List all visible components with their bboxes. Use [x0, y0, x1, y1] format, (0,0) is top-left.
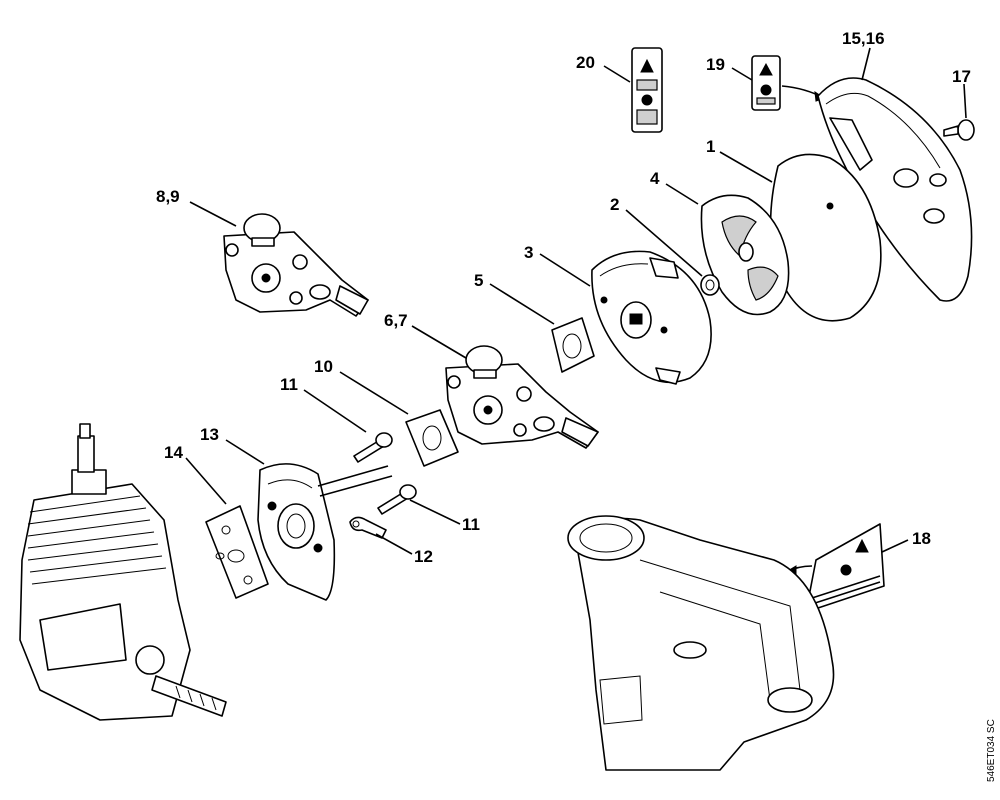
part-bracket-12	[349, 516, 387, 539]
part-intake-flange-13	[257, 463, 393, 601]
callout-6-7: 6,7	[384, 311, 408, 330]
drawing-code: 546ET034 SC	[986, 719, 997, 782]
part-gasket-14	[205, 505, 269, 599]
callout-5: 5	[474, 271, 483, 290]
callout-18: 18	[912, 529, 931, 548]
part-gasket-10	[405, 409, 459, 467]
callout-14: 14	[164, 443, 183, 462]
callout-4: 4	[650, 169, 660, 188]
callout-3: 3	[524, 243, 533, 262]
blower-housing	[567, 515, 835, 771]
part-gasket-5	[551, 317, 595, 373]
callout-10: 10	[314, 357, 333, 376]
callout-12: 12	[414, 547, 433, 566]
part-nut-2	[700, 274, 720, 296]
part-carburetor-box-3	[591, 250, 712, 385]
part-screw-11-lower	[377, 484, 417, 515]
callout-1: 1	[706, 137, 715, 156]
callout-17: 17	[952, 67, 971, 86]
part-baffle-plate-4	[700, 194, 790, 316]
part-screw-17	[943, 119, 975, 141]
callout-20: 20	[576, 53, 595, 72]
callout-11-bottom: 11	[462, 515, 480, 534]
callout-19: 19	[706, 55, 725, 74]
part-screw-11-upper	[353, 432, 393, 463]
part-carburetor-8-9	[223, 213, 369, 317]
part-filter-cover-15-16	[817, 77, 973, 302]
callout-8-9: 8,9	[156, 187, 180, 206]
callout-15-16: 15,16	[842, 29, 885, 48]
callout-labels: 1 2 3 4 5 6,7 8,9 10 11 11 12 13 14 15,1…	[156, 29, 971, 566]
cylinder-fins	[27, 495, 167, 585]
part-carburetor-6-7	[445, 345, 599, 449]
engine-cylinder-crankcase	[19, 423, 227, 721]
callout-2: 2	[610, 195, 619, 214]
leader-lines	[185, 47, 967, 555]
callout-11-top: 11	[280, 375, 298, 394]
part-warning-label-19	[751, 55, 826, 111]
callout-13: 13	[200, 425, 219, 444]
part-warning-label-20	[631, 47, 663, 133]
